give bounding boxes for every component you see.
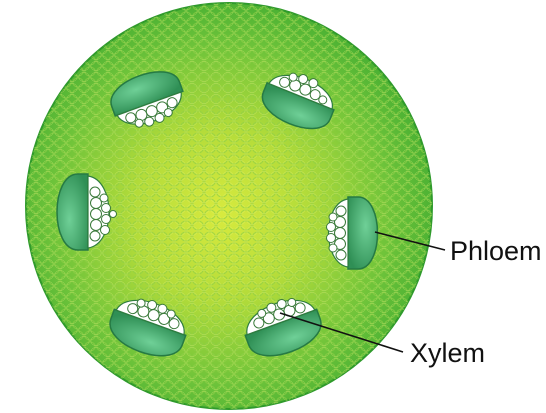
xylem-label: Xylem xyxy=(410,338,485,368)
phloem-region xyxy=(57,174,88,250)
phloem-label: Phloem xyxy=(450,236,542,266)
phloem-region xyxy=(348,197,378,269)
